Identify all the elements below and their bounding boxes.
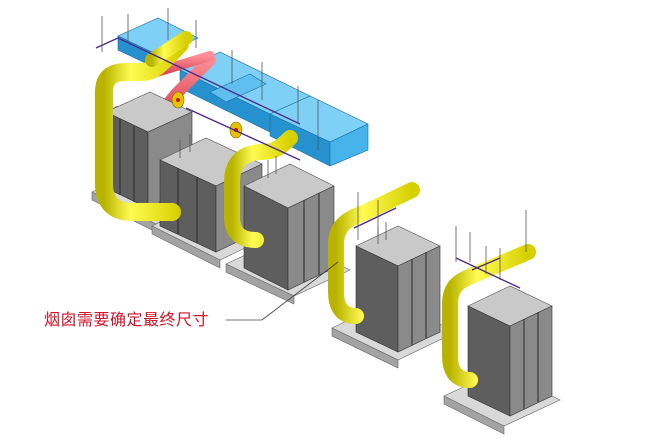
annotation-leader [226, 261, 339, 321]
flue-size-annotation: 烟囱需要确定最终尺寸 [44, 310, 210, 329]
flue-fittings [171, 91, 243, 139]
pipe-hangers [101, 8, 527, 280]
thin-pipework [95, 37, 521, 289]
boiler-unit-4 [331, 225, 457, 369]
boiler-unit-3 [225, 163, 351, 305]
boiler-unit-5 [443, 285, 561, 435]
